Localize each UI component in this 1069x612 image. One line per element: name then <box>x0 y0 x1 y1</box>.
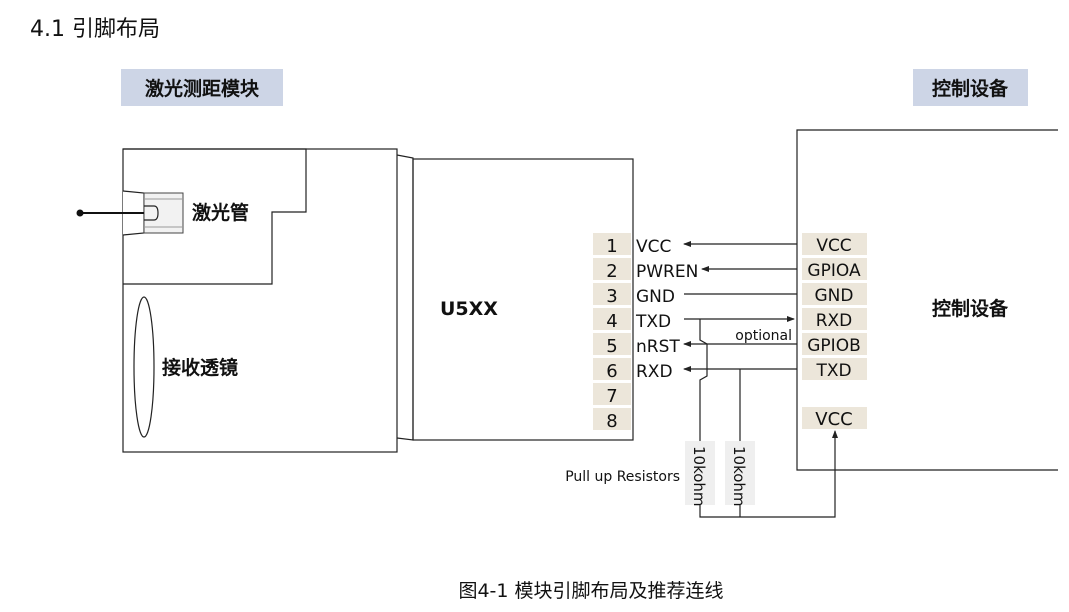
receive-lens <box>133 296 155 438</box>
chip-label: U5XX <box>440 298 498 320</box>
pullup-label: Pull up Resistors <box>565 469 680 485</box>
pin-box <box>593 233 631 255</box>
controller-pin-name: GND <box>815 286 854 306</box>
pin-box <box>593 358 631 380</box>
resistor-1 <box>685 441 715 505</box>
pin-number: 2 <box>606 261 617 282</box>
pin-name: nRST <box>636 337 680 357</box>
laser-tube <box>143 192 184 234</box>
figure-caption: 图4-1 模块引脚布局及推荐连线 <box>458 580 723 602</box>
pin-box <box>593 383 631 405</box>
connector-strip <box>396 154 414 441</box>
pin-box <box>593 308 631 330</box>
lens-label: 接收透镜 <box>162 356 238 379</box>
controller-pin-box <box>802 333 867 355</box>
pin-number: 4 <box>606 311 617 332</box>
wires <box>683 241 838 518</box>
laser-label: 激光管 <box>192 201 249 224</box>
controller-pin-name: RXD <box>816 311 853 331</box>
controller-pin-box <box>802 308 867 330</box>
controller-pin-box <box>802 358 867 380</box>
controller-vcc: VCC <box>815 409 852 430</box>
pin-box <box>593 333 631 355</box>
pin-name: PWREN <box>636 262 698 282</box>
pin-box <box>593 258 631 280</box>
pin-number: 5 <box>606 336 617 357</box>
section-title: 4.1 引脚布局 <box>30 17 160 42</box>
pin-box <box>593 408 631 430</box>
pin-number: 6 <box>606 361 617 382</box>
controller-pin-box <box>802 233 867 255</box>
controller-pin-name: GPIOB <box>807 336 860 356</box>
pin-number: 7 <box>606 386 617 407</box>
resistor-2-label: 10kohm <box>730 446 748 507</box>
resistor-2 <box>725 441 755 505</box>
controller-pin-name: GPIOA <box>807 261 861 281</box>
pin-number: 3 <box>606 286 617 307</box>
pin-name: GND <box>636 287 675 307</box>
laser-module <box>76 148 398 453</box>
pin-name: RXD <box>636 362 673 382</box>
resistor-1-label: 10kohm <box>690 446 708 507</box>
pin-number: 8 <box>606 411 617 432</box>
left-header-bg <box>121 69 283 106</box>
controller-label: 控制设备 <box>932 297 1009 320</box>
controller-vcc-bg <box>802 407 867 429</box>
pin-box <box>593 283 631 305</box>
optional-label: optional <box>735 328 792 344</box>
controller-box <box>796 129 1058 471</box>
u5xx-chip <box>412 158 634 441</box>
pin-name: TXD <box>635 312 671 332</box>
pin-number: 1 <box>606 236 617 257</box>
pin-name: VCC <box>636 237 671 257</box>
laser-dot <box>76 209 84 217</box>
controller-pin-name: VCC <box>816 236 851 256</box>
controller-pin-box <box>802 258 867 280</box>
left-header: 激光测距模块 <box>145 77 260 100</box>
right-header: 控制设备 <box>932 77 1009 100</box>
right-header-bg <box>913 69 1028 106</box>
controller-pin-box <box>802 283 867 305</box>
controller-pin-name: TXD <box>815 361 851 381</box>
